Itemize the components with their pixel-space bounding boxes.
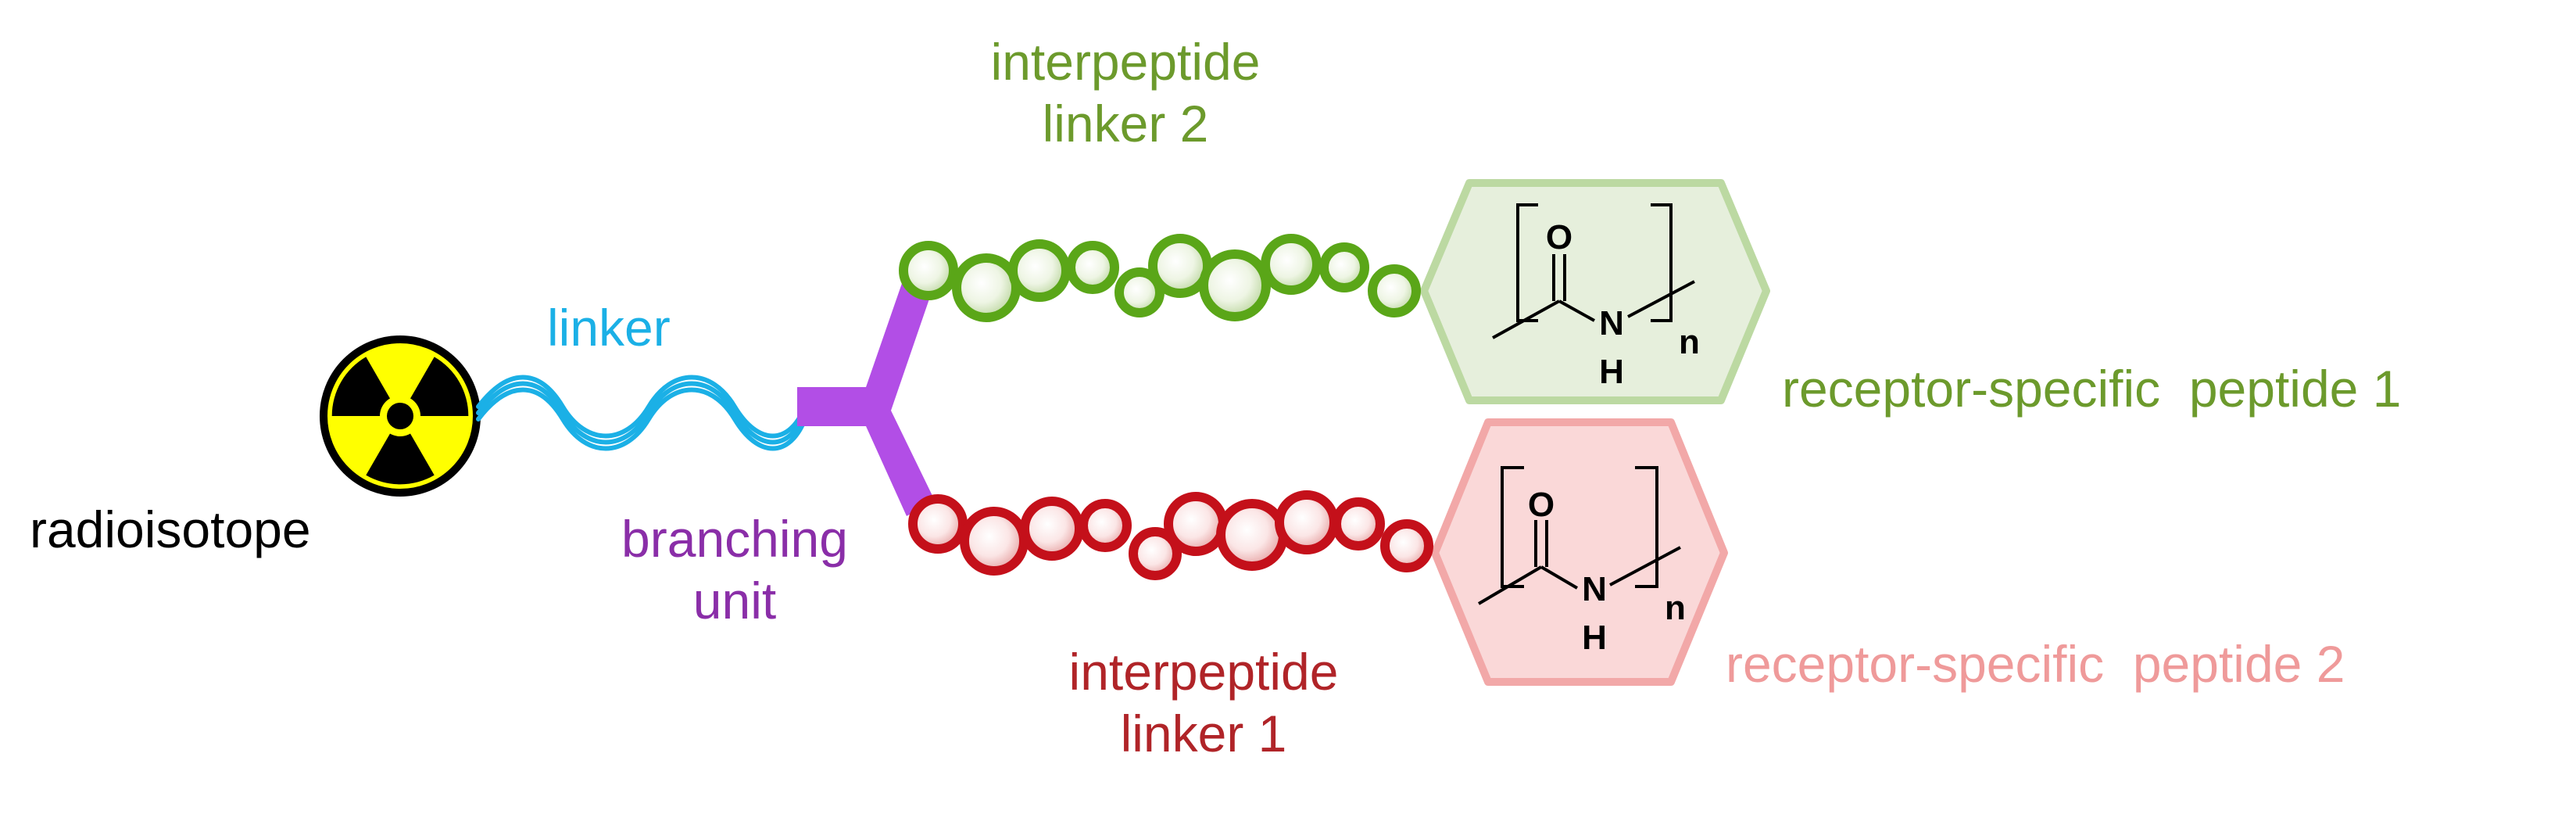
radiation-trefoil-icon [320,335,481,497]
red-bead [1164,492,1228,556]
red-bead [1079,499,1132,552]
oxygen-atom-2: O [1528,486,1555,524]
red-bead [960,507,1029,576]
branching-unit-label-line-1: branching [621,510,848,568]
repeat-unit-n-2: n [1665,589,1686,627]
interpeptide-linker-1-label-line-2: linker 1 [1120,705,1287,763]
interpeptide-linker-2-label-line-2: linker 2 [1042,95,1209,153]
interpeptide-linker-2-label-line-1: interpeptide [990,33,1261,91]
green-bead [1261,234,1322,295]
green-bead [1319,242,1369,292]
amide-structure-1 [1492,203,1695,339]
interpeptide-linker-2-beads [899,234,1421,322]
red-bead [1129,527,1182,580]
receptor-peptide-1-label: receptor-specific peptide 1 [1782,360,2402,418]
hydrogen-atom-2: H [1582,619,1607,657]
receptor-peptide-2-label: receptor-specific peptide 2 [1726,635,2345,693]
branching-unit-shape [797,270,935,516]
red-bead [1020,497,1084,561]
amide-structure-2 [1477,466,1681,605]
interpeptide-linker-2-label: interpeptide linker 2 [953,31,1297,155]
peptide-2-hexagon [1431,418,1728,686]
red-bead [1275,490,1339,554]
green-bead [1008,239,1071,302]
peptide-1-hexagon [1420,179,1770,404]
green-bead [1066,241,1119,294]
oxygen-atom-1: O [1546,218,1572,256]
branching-unit-label: branching unit [571,508,899,632]
interpeptide-linker-1-beads [908,490,1433,580]
green-bead [899,241,958,300]
interpeptide-linker-1-label-line-1: interpeptide [1068,643,1339,701]
radioisotope-label: radioisotope [30,500,311,558]
green-bead [1199,249,1271,321]
green-bead [1368,264,1421,317]
red-bead [1380,519,1433,572]
nitrogen-atom-2: N [1582,570,1607,608]
green-bead [952,253,1021,322]
hydrogen-atom-1: H [1599,353,1624,391]
branching-unit-label-line-2: unit [692,572,777,630]
red-bead [1332,497,1385,551]
red-bead [1216,499,1288,571]
interpeptide-linker-1-label: interpeptide linker 1 [1032,641,1376,765]
nitrogen-atom-1: N [1599,304,1624,343]
linker-chain [476,375,807,451]
green-bead [1114,267,1165,317]
repeat-unit-n-1: n [1679,323,1700,361]
red-bead [908,494,968,554]
linker-label: linker [547,299,671,357]
